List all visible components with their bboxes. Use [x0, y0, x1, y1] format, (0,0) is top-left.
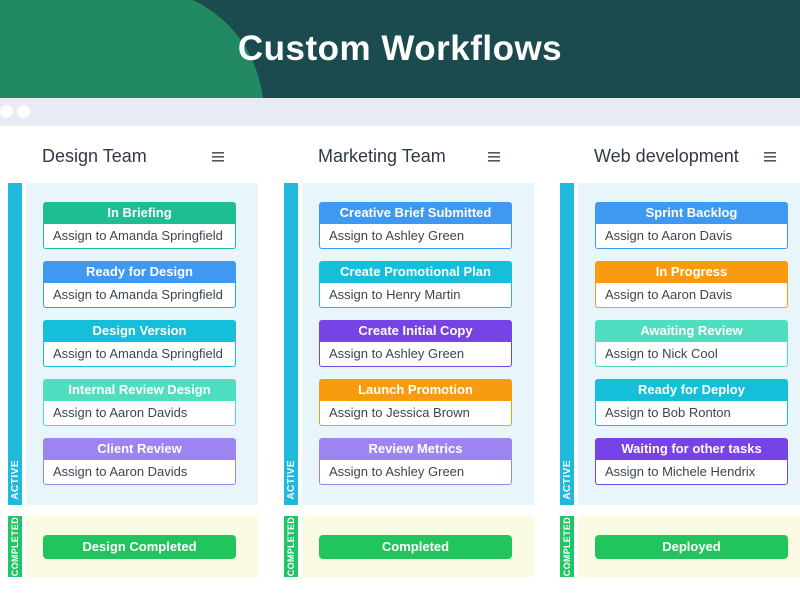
- workflow-card-assignee: Assign to Jessica Brown: [319, 401, 512, 426]
- workflow-card[interactable]: In Briefing Assign to Amanda Springfield: [43, 202, 236, 249]
- header-accent-shape: [0, 0, 263, 98]
- menu-icon[interactable]: [212, 151, 224, 162]
- header-background: [0, 0, 800, 98]
- workflow-card[interactable]: Launch Promotion Assign to Jessica Brown: [319, 379, 512, 426]
- workflow-card-status: Launch Promotion: [319, 379, 512, 401]
- active-label: ACTIVE: [285, 460, 297, 500]
- workflow-card-status: Client Review: [43, 438, 236, 460]
- workflow-card-status: Ready for Design: [43, 261, 236, 283]
- workflow-card[interactable]: Internal Review Design Assign to Aaron D…: [43, 379, 236, 426]
- workflow-card-assignee: Assign to Ashley Green: [319, 224, 512, 249]
- completed-panel: Design Completed: [26, 516, 258, 577]
- workflow-card-assignee: Assign to Henry Martin: [319, 283, 512, 308]
- workflow-card-status: Create Initial Copy: [319, 320, 512, 342]
- workflow-card-assignee: Assign to Amanda Springfield: [43, 283, 236, 308]
- workflow-card[interactable]: In Progress Assign to Aaron Davis: [595, 261, 788, 308]
- active-section: ACTIVE In Briefing Assign to Amanda Spri…: [8, 183, 258, 505]
- completed-label: COMPLETED: [286, 516, 296, 577]
- column-header: Marketing Team: [284, 143, 534, 170]
- completed-panel: Completed: [302, 516, 534, 577]
- workflow-card[interactable]: Design Version Assign to Amanda Springfi…: [43, 320, 236, 367]
- window-dot-icon[interactable]: [0, 105, 13, 118]
- active-bar: ACTIVE: [560, 183, 574, 505]
- browser-bar: [0, 98, 800, 126]
- completed-button[interactable]: Completed: [319, 534, 512, 559]
- workflow-card-assignee: Assign to Aaron Davis: [595, 224, 788, 249]
- active-panel: Sprint Backlog Assign to Aaron Davis In …: [578, 183, 800, 505]
- completed-section: COMPLETED Deployed: [560, 516, 800, 577]
- active-bar: ACTIVE: [284, 183, 298, 505]
- column-title: Marketing Team: [318, 146, 446, 166]
- completed-bar: COMPLETED: [8, 516, 22, 577]
- workflow-card-assignee: Assign to Michele Hendrix: [595, 460, 788, 485]
- completed-label: COMPLETED: [562, 516, 572, 577]
- completed-bar: COMPLETED: [560, 516, 574, 577]
- completed-panel: Deployed: [578, 516, 800, 577]
- menu-icon[interactable]: [764, 151, 776, 162]
- completed-bar: COMPLETED: [284, 516, 298, 577]
- workflow-card-status: Awaiting Review: [595, 320, 788, 342]
- workflow-card[interactable]: Create Promotional Plan Assign to Henry …: [319, 261, 512, 308]
- completed-section: COMPLETED Design Completed: [8, 516, 258, 577]
- completed-button[interactable]: Deployed: [595, 534, 788, 559]
- column-title: Design Team: [42, 146, 147, 166]
- active-bar: ACTIVE: [8, 183, 22, 505]
- workflow-card-assignee: Assign to Ashley Green: [319, 460, 512, 485]
- workflow-card[interactable]: Client Review Assign to Aaron Davids: [43, 438, 236, 485]
- column-header: Design Team: [8, 143, 258, 170]
- workflow-card-assignee: Assign to Ashley Green: [319, 342, 512, 367]
- workflow-card-status: Waiting for other tasks: [595, 438, 788, 460]
- workflow-card-status: Creative Brief Submitted: [319, 202, 512, 224]
- page-title: Custom Workflows: [237, 29, 563, 68]
- menu-icon[interactable]: [488, 151, 500, 162]
- workflow-card[interactable]: Review Metrics Assign to Ashley Green: [319, 438, 512, 485]
- active-section: ACTIVE Sprint Backlog Assign to Aaron Da…: [560, 183, 800, 505]
- workflow-card-status: Review Metrics: [319, 438, 512, 460]
- workflow-column: Design Team ACTIVE In Briefing Assign to…: [8, 143, 258, 577]
- workflow-card-status: Design Version: [43, 320, 236, 342]
- workflow-card-status: Sprint Backlog: [595, 202, 788, 224]
- workflow-card-status: In Progress: [595, 261, 788, 283]
- active-section: ACTIVE Creative Brief Submitted Assign t…: [284, 183, 534, 505]
- completed-label: COMPLETED: [10, 516, 20, 577]
- workflow-card-assignee: Assign to Bob Ronton: [595, 401, 788, 426]
- completed-button[interactable]: Design Completed: [43, 534, 236, 559]
- workflow-card-assignee: Assign to Amanda Springfield: [43, 342, 236, 367]
- column-title: Web development: [594, 146, 739, 166]
- workflow-card-status: In Briefing: [43, 202, 236, 224]
- workflow-card-assignee: Assign to Aaron Davids: [43, 401, 236, 426]
- workflow-card-assignee: Assign to Aaron Davis: [595, 283, 788, 308]
- workflow-card[interactable]: Create Initial Copy Assign to Ashley Gre…: [319, 320, 512, 367]
- column-header: Web development: [560, 143, 800, 170]
- workflow-card-assignee: Assign to Nick Cool: [595, 342, 788, 367]
- completed-section: COMPLETED Completed: [284, 516, 534, 577]
- workflow-card[interactable]: Creative Brief Submitted Assign to Ashle…: [319, 202, 512, 249]
- workflow-card-status: Internal Review Design: [43, 379, 236, 401]
- workflow-card[interactable]: Sprint Backlog Assign to Aaron Davis: [595, 202, 788, 249]
- workflow-card[interactable]: Awaiting Review Assign to Nick Cool: [595, 320, 788, 367]
- header-banner: Custom Workflows: [0, 0, 800, 98]
- active-label: ACTIVE: [9, 460, 21, 500]
- workflow-card-assignee: Assign to Aaron Davids: [43, 460, 236, 485]
- active-panel: In Briefing Assign to Amanda Springfield…: [26, 183, 258, 505]
- workflow-card-status: Create Promotional Plan: [319, 261, 512, 283]
- active-label: ACTIVE: [561, 460, 573, 500]
- workflow-card[interactable]: Ready for Design Assign to Amanda Spring…: [43, 261, 236, 308]
- workflow-board: Design Team ACTIVE In Briefing Assign to…: [0, 126, 800, 577]
- workflow-column: Web development ACTIVE Sprint Backlog As…: [560, 143, 800, 577]
- window-dot-icon[interactable]: [17, 105, 30, 118]
- workflow-card-assignee: Assign to Amanda Springfield: [43, 224, 236, 249]
- active-panel: Creative Brief Submitted Assign to Ashle…: [302, 183, 534, 505]
- workflow-card-status: Ready for Deploy: [595, 379, 788, 401]
- workflow-card[interactable]: Ready for Deploy Assign to Bob Ronton: [595, 379, 788, 426]
- workflow-column: Marketing Team ACTIVE Creative Brief Sub…: [284, 143, 534, 577]
- workflow-card[interactable]: Waiting for other tasks Assign to Michel…: [595, 438, 788, 485]
